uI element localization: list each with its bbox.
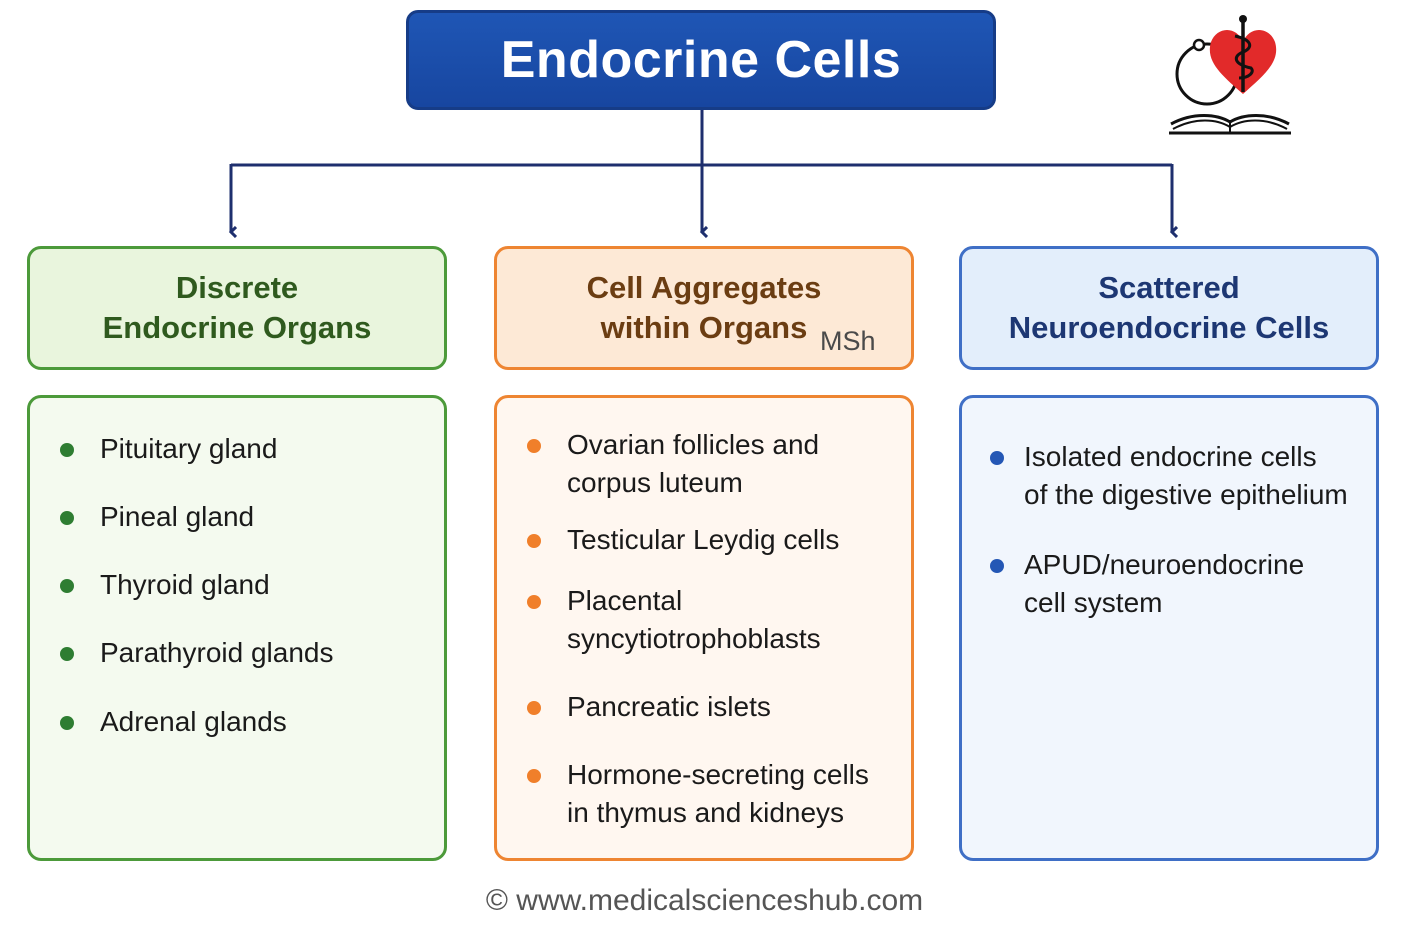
title-box: Endocrine Cells — [406, 10, 996, 110]
list-item: Placental syncytiotrophoblasts — [527, 582, 821, 658]
bullet-icon — [527, 769, 541, 783]
bullet-icon — [60, 579, 74, 593]
header-label: Cell Aggregates within Organs — [586, 270, 822, 345]
bullet-icon — [60, 511, 74, 525]
copyright-footer: © www.medicalscienceshub.com — [485, 884, 924, 917]
header-label: Discrete Endocrine Organs — [102, 270, 372, 345]
bullet-icon — [60, 647, 74, 661]
watermark: MSh — [820, 326, 876, 356]
list-item: Thyroid gland — [60, 566, 270, 604]
header-label: Scattered Neuroendocrine Cells — [1008, 270, 1330, 345]
list-item: Pancreatic islets — [527, 688, 771, 726]
list-item: Isolated endocrine cells of the digestiv… — [990, 438, 1348, 514]
list-item: Pituitary gland — [60, 430, 277, 468]
bullet-icon — [527, 701, 541, 715]
list-item: Hormone-secreting cells in thymus and ki… — [527, 756, 869, 832]
header-cell-aggregates: Cell Aggregates within Organs — [494, 246, 914, 370]
header-discrete-endocrine-organs: Discrete Endocrine Organs — [27, 246, 447, 370]
bullet-icon — [60, 716, 74, 730]
heart-caduceus-book-logo-icon — [1169, 15, 1291, 135]
bullet-icon — [60, 443, 74, 457]
header-scattered-neuroendocrine-cells: Scattered Neuroendocrine Cells — [959, 246, 1379, 370]
bullet-icon — [990, 451, 1004, 465]
list-item: Adrenal glands — [60, 703, 287, 741]
list-item: Parathyroid glands — [60, 634, 333, 672]
diagram-title: Endocrine Cells — [500, 31, 902, 89]
list-scattered-neuroendocrine-cells: Isolated endocrine cells of the digestiv… — [959, 395, 1379, 861]
list-item: APUD/neuroendocrine cell system — [990, 546, 1304, 622]
list-discrete-endocrine-organs: Pituitary gland Pineal gland Thyroid gla… — [27, 395, 447, 861]
list-item: Testicular Leydig cells — [527, 521, 839, 559]
bullet-icon — [527, 439, 541, 453]
bullet-icon — [527, 595, 541, 609]
list-item: Ovarian follicles and corpus luteum — [527, 426, 819, 502]
bullet-icon — [990, 559, 1004, 573]
bullet-icon — [527, 534, 541, 548]
list-item: Pineal gland — [60, 498, 254, 536]
list-cell-aggregates: Ovarian follicles and corpus luteum Test… — [494, 395, 914, 861]
